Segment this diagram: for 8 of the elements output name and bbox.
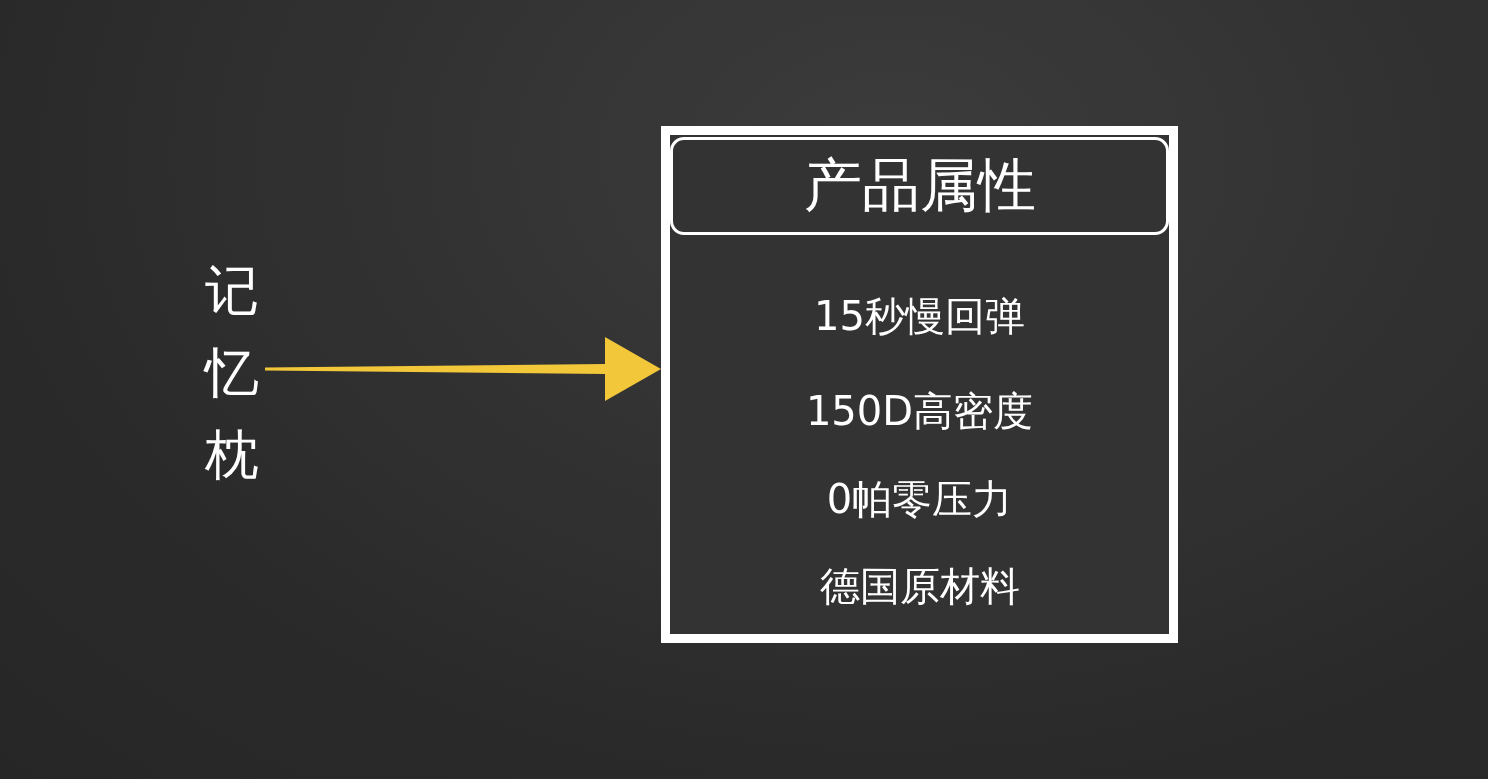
header-box: 产品属性 bbox=[670, 137, 1169, 235]
attribute-text: 德国原材料 bbox=[818, 562, 1021, 611]
attribute-text: 0帕零压力 bbox=[825, 475, 1014, 524]
attribute-text: 15秒慢回弹 bbox=[813, 292, 1026, 341]
arrow bbox=[265, 337, 661, 401]
vertical-label: 记忆枕 bbox=[203, 250, 261, 496]
attribute-text: 150D高密度 bbox=[804, 387, 1035, 436]
attribute-panel bbox=[661, 126, 1178, 643]
